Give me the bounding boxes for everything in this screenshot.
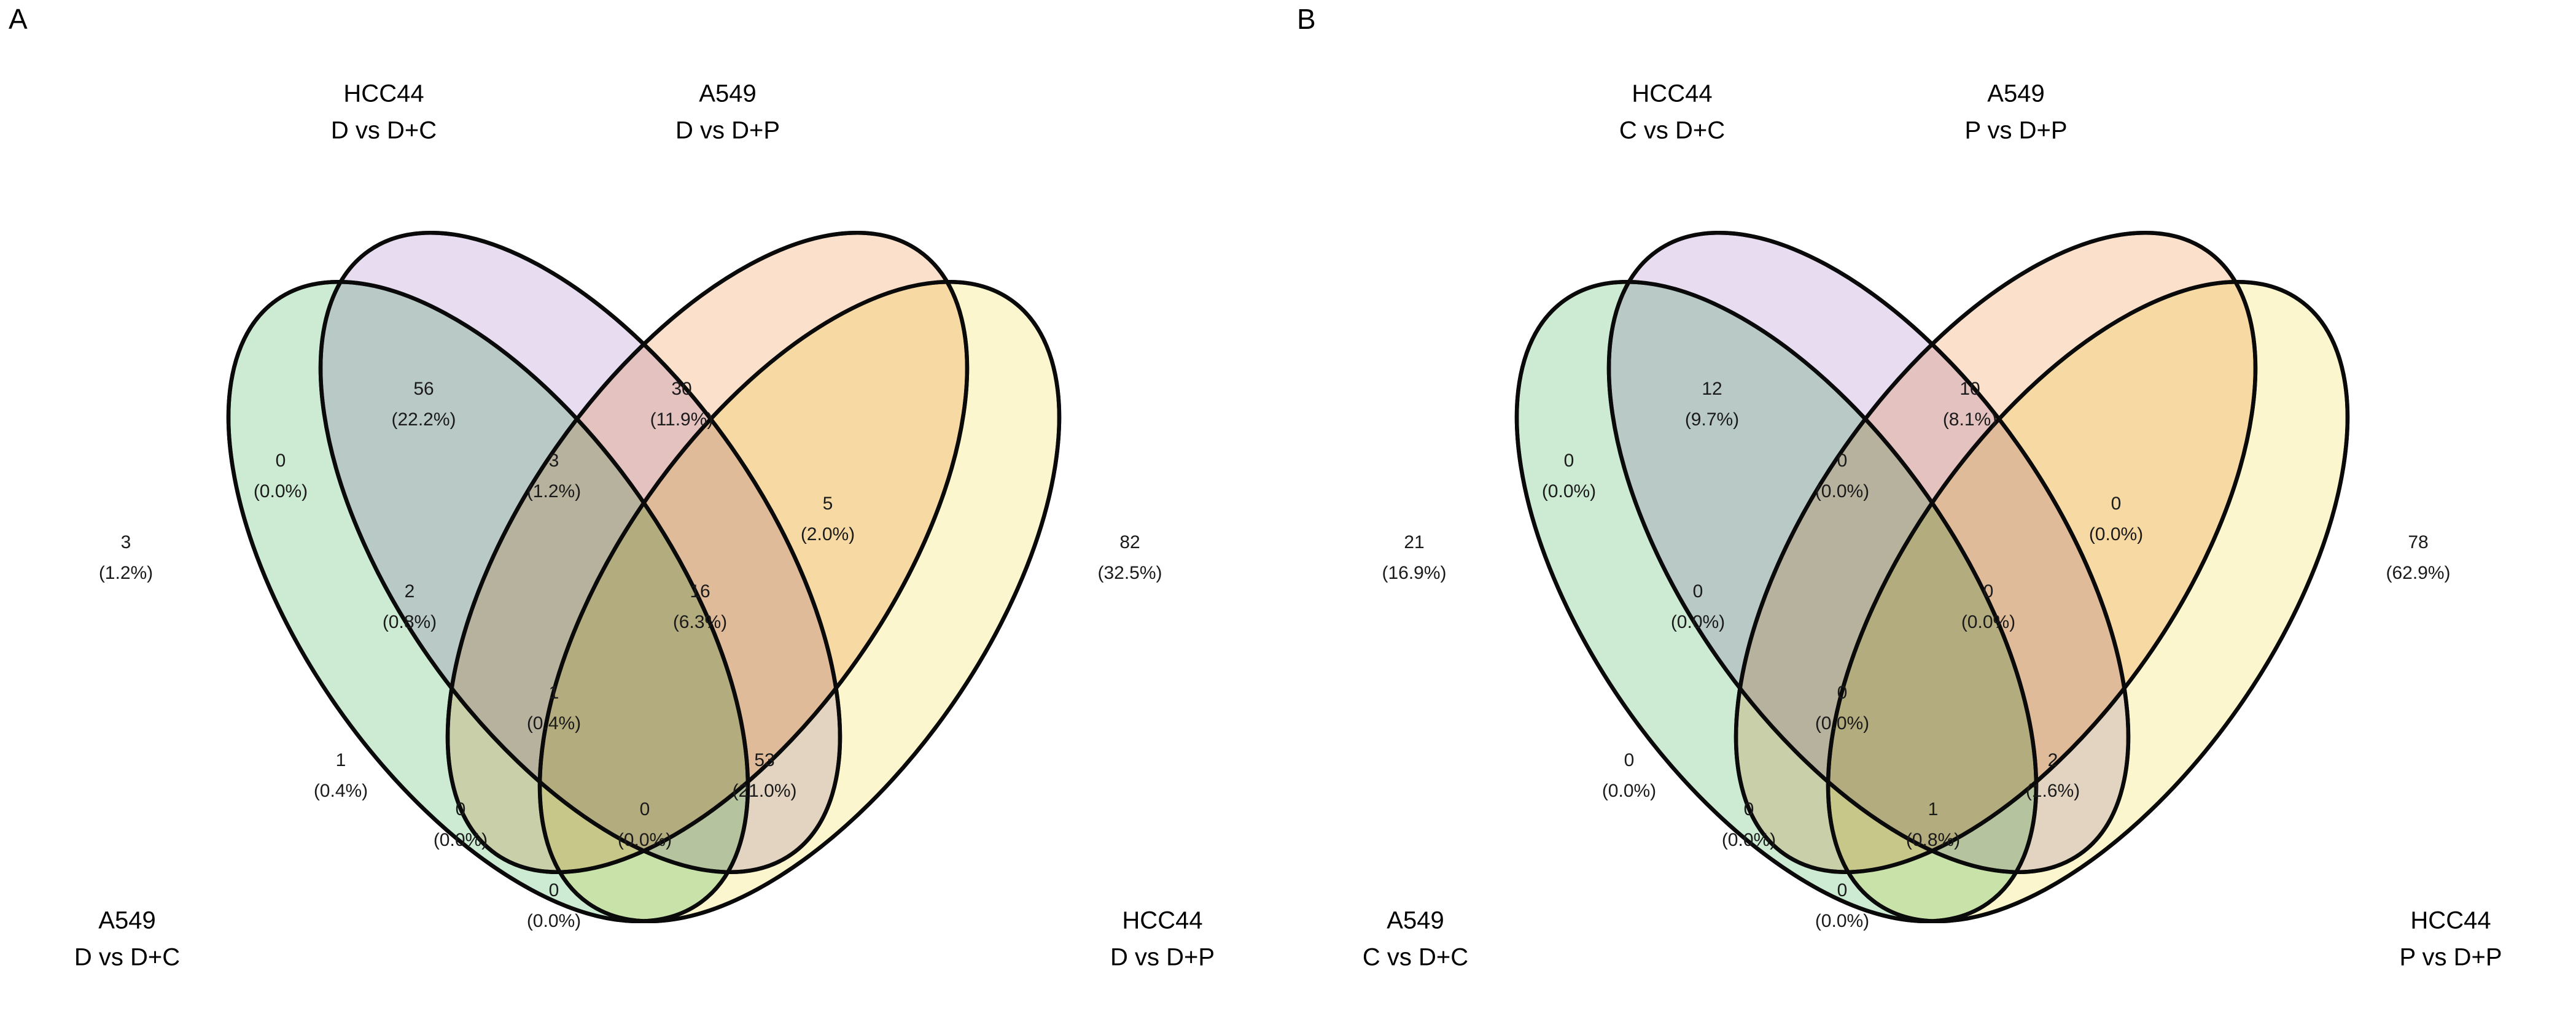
region-count-d-only: 82 <box>1119 532 1140 552</box>
region-pct-a-only: (16.9%) <box>1382 563 1446 583</box>
panel-a-letter: A <box>9 3 28 35</box>
region-count-bc: 0 <box>1837 451 1848 471</box>
region-count-bc: 3 <box>549 451 559 471</box>
region-pct-abc: (0.8%) <box>383 612 437 632</box>
region-count-b-only: 12 <box>1702 379 1722 399</box>
region-count-ac: 0 <box>1624 750 1635 770</box>
region-count-a-only: 21 <box>1404 532 1424 552</box>
region-pct-bc: (0.0%) <box>1815 481 1869 501</box>
set-label-bottom-right-line2: D vs D+P <box>1110 944 1215 971</box>
region-pct-b-only: (9.7%) <box>1685 409 1739 430</box>
set-label-top-left-line2: D vs D+C <box>331 117 437 144</box>
region-count-ac: 1 <box>336 750 346 770</box>
set-label-top-left-line1: HCC44 <box>343 80 424 107</box>
region-count-ab: 0 <box>276 451 286 471</box>
region-pct-bcd: (0.0%) <box>1961 612 2015 632</box>
region-pct-ad: (0.0%) <box>527 911 581 931</box>
region-pct-ac: (0.4%) <box>314 781 368 801</box>
outline-set-1 <box>226 280 750 923</box>
outline-set-4 <box>537 280 1062 923</box>
region-pct-acd: (0.0%) <box>1722 830 1776 850</box>
region-count-c-only: 30 <box>671 379 691 399</box>
region-count-c-only: 10 <box>1959 379 1980 399</box>
region-count-bd: 2 <box>2048 750 2058 770</box>
region-count-bcd: 0 <box>1983 581 1994 602</box>
panel-a: A HCC44 D vs D+C A549 D vs D+P A549 <box>9 3 1215 971</box>
set-label-bottom-right-line1: HCC44 <box>1122 907 1202 934</box>
region-count-abd: 0 <box>640 799 650 819</box>
region-pct-a-only: (1.2%) <box>99 563 153 583</box>
panel-b-letter: B <box>1297 3 1317 35</box>
region-pct-ab: (0.0%) <box>1542 481 1596 501</box>
set-label-top-right-line2: D vs D+P <box>675 117 780 144</box>
venn-diagram-b: HCC44 C vs D+C A549 P vs D+P A549 C vs D… <box>1363 80 2502 971</box>
region-pct-abd: (0.0%) <box>618 830 672 850</box>
venn-outlines-b <box>1514 231 2350 923</box>
region-pct-c-only: (11.9%) <box>650 409 714 430</box>
region-pct-cd: (2.0%) <box>801 524 855 544</box>
venn-ellipses-b <box>1514 231 2350 923</box>
set-label-top-left-line2: C vs D+C <box>1619 117 1725 144</box>
region-count-abd: 1 <box>1928 799 1939 819</box>
region-count-bcd: 16 <box>690 581 710 602</box>
region-pct-bd: (1.6%) <box>2026 781 2080 801</box>
set-label-bottom-left-line2: D vs D+C <box>74 944 180 971</box>
region-count-a-only: 3 <box>121 532 131 552</box>
region-labels-b: 21 (16.9%) 12 (9.7%) 10 (8.1%) 78 (62.9%… <box>1382 379 2450 931</box>
region-pct-cd: (0.0%) <box>2089 524 2143 544</box>
set-labels-a: HCC44 D vs D+C A549 D vs D+P A549 D vs D… <box>74 80 1215 971</box>
region-count-ad: 0 <box>1837 880 1848 900</box>
set-label-top-left-line1: HCC44 <box>1632 80 1712 107</box>
region-count-acd: 0 <box>1744 799 1754 819</box>
region-pct-ab: (0.0%) <box>254 481 308 501</box>
region-pct-abcd: (0.0%) <box>1815 713 1869 734</box>
set-label-bottom-right-line1: HCC44 <box>2410 907 2491 934</box>
region-pct-acd: (0.0%) <box>434 830 488 850</box>
region-pct-abd: (0.8%) <box>1906 830 1960 850</box>
region-count-d-only: 78 <box>2408 532 2428 552</box>
region-count-b-only: 56 <box>413 379 434 399</box>
outline-set-2 <box>318 231 842 874</box>
venn-diagram-a: HCC44 D vs D+C A549 D vs D+P A549 D vs D… <box>74 80 1215 971</box>
region-count-cd: 0 <box>2111 494 2122 514</box>
region-count-acd: 0 <box>456 799 466 819</box>
set-label-top-right-line1: A549 <box>1987 80 2044 107</box>
region-pct-b-only: (22.2%) <box>391 409 456 430</box>
region-count-abcd: 1 <box>549 683 559 703</box>
region-count-ad: 0 <box>549 880 559 900</box>
set-label-top-right-line1: A549 <box>699 80 756 107</box>
region-pct-abc: (0.0%) <box>1671 612 1725 632</box>
outline-set-4 <box>1826 280 2350 923</box>
region-count-abcd: 0 <box>1837 683 1848 703</box>
region-count-abc: 2 <box>405 581 415 602</box>
set-label-bottom-left-line1: A549 <box>1387 907 1444 934</box>
outline-set-3 <box>445 231 970 874</box>
set-label-bottom-left-line2: C vs D+C <box>1363 944 1468 971</box>
region-pct-d-only: (32.5%) <box>1097 563 1162 583</box>
region-pct-c-only: (8.1%) <box>1943 409 1997 430</box>
region-pct-bc: (1.2%) <box>527 481 581 501</box>
venn-outlines-a <box>226 231 1062 923</box>
set-label-bottom-left-line1: A549 <box>98 907 155 934</box>
region-pct-ac: (0.0%) <box>1602 781 1656 801</box>
set-label-top-right-line2: P vs D+P <box>1964 117 2067 144</box>
region-count-abc: 0 <box>1693 581 1703 602</box>
region-pct-bcd: (6.3%) <box>673 612 727 632</box>
set-labels-b: HCC44 C vs D+C A549 P vs D+P A549 C vs D… <box>1363 80 2502 971</box>
region-count-cd: 5 <box>823 494 833 514</box>
region-pct-abcd: (0.4%) <box>527 713 581 734</box>
region-labels-a: 3 (1.2%) 56 (22.2%) 30 (11.9%) 82 (32.5%… <box>99 379 1162 931</box>
outline-set-2 <box>1606 231 2131 874</box>
region-pct-bd: (21.0%) <box>732 781 796 801</box>
outline-set-1 <box>1514 280 2039 923</box>
venn-ellipses-a <box>226 231 1062 923</box>
region-count-bd: 53 <box>754 750 774 770</box>
outline-set-3 <box>1734 231 2258 874</box>
panel-b: B HCC44 C vs D+C A549 P vs D+P A549 C <box>1288 0 2576 1030</box>
region-count-ab: 0 <box>1564 451 1574 471</box>
set-label-bottom-right-line2: P vs D+P <box>2399 944 2502 971</box>
region-pct-ad: (0.0%) <box>1815 911 1869 931</box>
region-pct-d-only: (62.9%) <box>2386 563 2450 583</box>
